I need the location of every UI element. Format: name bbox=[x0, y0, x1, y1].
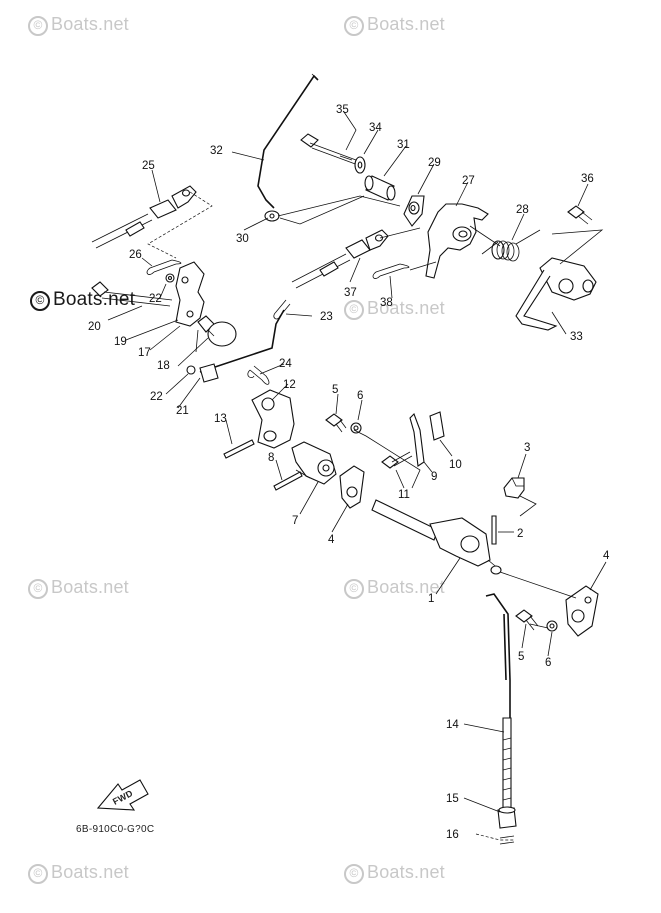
washer-6-lower bbox=[546, 620, 558, 632]
callout-31: 31 bbox=[397, 139, 410, 151]
leader-lines bbox=[107, 111, 607, 813]
callout-37: 37 bbox=[344, 287, 357, 299]
callout-32: 32 bbox=[210, 145, 223, 157]
clip-38 bbox=[372, 263, 410, 279]
joint-4-lower bbox=[565, 585, 599, 637]
callout-36: 36 bbox=[581, 173, 594, 185]
callout-13: 13 bbox=[214, 413, 227, 425]
watermark-bottom-right: ©Boats.net bbox=[344, 862, 445, 884]
callout-27: 27 bbox=[462, 175, 475, 187]
callout-labels: 1 2 3 4 4 5 5 6 6 7 8 9 10 11 12 13 14 1… bbox=[88, 104, 610, 841]
knob-18 bbox=[197, 315, 237, 347]
callout-10: 10 bbox=[449, 459, 462, 471]
pin-8 bbox=[273, 471, 303, 491]
callout-29: 29 bbox=[428, 157, 441, 169]
callout-25: 25 bbox=[142, 160, 155, 172]
watermark-mid-right: ©Boats.net bbox=[344, 298, 445, 320]
callout-17: 17 bbox=[138, 347, 151, 359]
pin-13 bbox=[223, 439, 255, 459]
callout-2: 2 bbox=[517, 528, 523, 540]
bolt-5-lower bbox=[515, 609, 539, 631]
callout-6-lower: 6 bbox=[545, 657, 551, 669]
callout-6-upper: 6 bbox=[357, 390, 363, 402]
relation-lines bbox=[147, 191, 604, 629]
clip-26 bbox=[146, 259, 182, 275]
callout-34: 34 bbox=[369, 122, 382, 134]
bolt-36 bbox=[567, 205, 593, 225]
callout-16: 16 bbox=[446, 829, 459, 841]
callout-23: 23 bbox=[320, 311, 333, 323]
callout-30: 30 bbox=[236, 233, 249, 245]
washer-34 bbox=[354, 156, 366, 174]
callout-9: 9 bbox=[431, 471, 437, 483]
callout-22-upper: 22 bbox=[149, 293, 162, 305]
collar-31 bbox=[364, 175, 396, 201]
callout-15: 15 bbox=[446, 793, 459, 805]
callout-5-upper: 5 bbox=[332, 384, 338, 396]
lever-33 bbox=[515, 257, 597, 331]
bolt-11 bbox=[381, 451, 413, 469]
callout-4-upper: 4 bbox=[328, 534, 335, 546]
callout-8: 8 bbox=[268, 452, 274, 464]
joint-7 bbox=[291, 441, 337, 485]
clip-16 bbox=[475, 833, 515, 845]
shift-rod-14 bbox=[485, 593, 512, 809]
callout-38: 38 bbox=[380, 297, 393, 309]
pin-2 bbox=[491, 515, 497, 545]
callout-22-lower: 22 bbox=[150, 391, 163, 403]
watermark-top-right: ©Boats.net bbox=[344, 14, 445, 36]
cable-joint-37 bbox=[291, 229, 389, 289]
callout-3: 3 bbox=[524, 442, 530, 454]
callout-4-lower: 4 bbox=[603, 550, 610, 562]
throttle-lever-27 bbox=[425, 203, 489, 279]
callout-7: 7 bbox=[292, 515, 298, 527]
callout-5-lower: 5 bbox=[518, 651, 524, 663]
callout-21: 21 bbox=[176, 405, 189, 417]
callout-35: 35 bbox=[336, 104, 349, 116]
callout-18: 18 bbox=[157, 360, 170, 372]
washer-22-upper bbox=[165, 273, 175, 283]
torsion-spring-28 bbox=[481, 229, 541, 262]
bolt-5-upper bbox=[325, 413, 347, 433]
diagram-code: 6B-910C0-G?0C bbox=[76, 824, 154, 835]
callout-12: 12 bbox=[283, 379, 296, 391]
callout-1: 1 bbox=[428, 593, 434, 605]
callout-14: 14 bbox=[446, 719, 459, 731]
bolt-35 bbox=[300, 133, 359, 166]
washer-6-upper bbox=[350, 422, 362, 434]
watermark-mid-left: ©Boats.net bbox=[30, 289, 135, 311]
watermark-lower-right: ©Boats.net bbox=[344, 577, 445, 599]
callout-24: 24 bbox=[279, 358, 292, 370]
callout-28: 28 bbox=[516, 204, 529, 216]
clip-3 bbox=[503, 477, 525, 499]
clip-23 bbox=[273, 299, 291, 320]
lever-17 bbox=[175, 261, 205, 327]
cable-joint-25 bbox=[91, 185, 197, 249]
callout-20: 20 bbox=[88, 321, 101, 333]
bracket-9 bbox=[409, 413, 425, 467]
bracket-12 bbox=[251, 389, 295, 449]
shift-shaft-1 bbox=[371, 499, 502, 575]
nut-15 bbox=[497, 806, 517, 829]
callout-19: 19 bbox=[114, 336, 127, 348]
lever-29 bbox=[403, 195, 425, 227]
joint-4-upper bbox=[339, 465, 365, 509]
plate-10 bbox=[429, 411, 445, 441]
callout-11: 11 bbox=[398, 489, 410, 501]
clip-24 bbox=[247, 365, 270, 385]
callout-33: 33 bbox=[570, 331, 583, 343]
callout-26: 26 bbox=[129, 249, 142, 261]
watermark-bottom-left: ©Boats.net bbox=[28, 862, 129, 884]
bolt-20 bbox=[91, 281, 173, 307]
watermark-top-left: ©Boats.net bbox=[28, 14, 129, 36]
fwd-arrow-icon: FWD bbox=[96, 779, 149, 811]
throttle-rod-32 bbox=[257, 73, 319, 222]
watermark-lower-left: ©Boats.net bbox=[28, 577, 129, 599]
